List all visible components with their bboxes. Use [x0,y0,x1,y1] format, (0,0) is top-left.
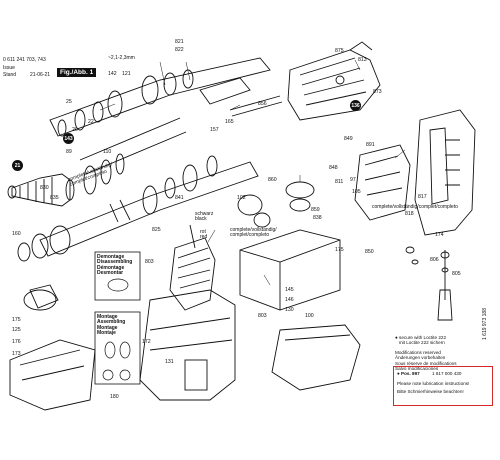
callout-89: 89 [66,149,72,155]
callout-130: 130 [285,307,294,313]
callout-160: 160 [12,231,21,237]
callout-21: 21 [12,160,23,171]
demontage-box [94,251,141,301]
modifications-note: Modifications reserved Änderungen vorbeh… [395,350,457,371]
callout-803: 803 [145,259,154,265]
pos-label: ● Pos. 897 [397,371,420,376]
lubrication-instruction-en: Please note lubrication instructions! [397,381,470,386]
tool-holder-drawing [7,117,187,207]
callout-174: 174 [435,232,444,238]
callout-803b: 803 [258,313,267,319]
callout-813: 813 [358,57,367,63]
callout-22: 22 [88,119,94,125]
callout-849: 849 [344,136,353,142]
callout-860: 860 [268,177,277,183]
callout-891: 891 [366,142,375,148]
complete-note-3: complete/vollständig/complet/completo [372,204,458,210]
callout-20: 20 [72,127,78,133]
callout-817: 817 [418,194,427,200]
top-dimension: ~2,1-2,3mm [108,55,135,61]
callout-873: 873 [373,89,382,95]
field-drawing [354,144,411,221]
armature-drawing [169,224,216,311]
callout-811: 811 [335,179,344,185]
issue-label: Issue [3,65,15,71]
lubrication-highlight-box: ● Pos. 897 1 617 000 430 Please note lub… [393,366,493,406]
callout-848: 848 [329,165,338,171]
callout-806: 806 [430,257,439,263]
spindle-row-drawing [49,57,283,137]
callout-830: 830 [40,185,49,191]
complete-note-2: complete/vollständig/ complet/completo [230,227,277,239]
lower-housing-drawing [139,289,236,401]
callout-121: 121 [122,71,131,77]
callout-835: 835 [50,195,59,201]
callout-131: 131 [165,359,174,365]
callout-838: 838 [313,215,322,221]
callout-125: 125 [12,327,21,333]
small-parts-drawing [405,246,453,321]
shaft-row-drawing [17,155,259,262]
wire-color-red: rot red [200,229,208,241]
callout-825: 825 [152,227,161,233]
part-numbers-header: 0 611 241 703, 743 [3,57,46,63]
callout-165: 165 [225,119,234,125]
callout-97: 97 [350,177,356,183]
loctite-note: ● secure with Loctite 222 mit Loctite 22… [395,335,447,346]
callout-173: 173 [12,351,21,357]
callout-105: 105 [352,189,361,195]
callout-841: 841 [175,195,184,201]
lubrication-instruction-de: Bitte Schmierhinweise beachten! [397,389,464,394]
callout-822: 822 [175,47,184,53]
callout-859: 859 [311,207,320,213]
callout-850: 850 [365,249,374,255]
callout-818: 818 [405,211,414,217]
callout-172: 172 [142,339,151,345]
issue-date: 21-06-21 [30,72,51,78]
callout-176: 176 [12,339,21,345]
handle-drawing [414,109,476,236]
montage-box [94,311,141,385]
pos-part-number: 1 617 000 430 [432,371,462,376]
side-handle-drawing [9,284,96,411]
callout-805: 805 [452,271,461,277]
callout-25: 25 [66,99,72,105]
stand-label: Stand [3,72,17,78]
callout-102: 102 [237,195,246,201]
callout-146: 146 [285,297,294,303]
callout-821: 821 [175,39,184,45]
callout-145: 145 [285,287,294,293]
cover-drawing [271,324,361,391]
wire-color-black: schwarz black [195,211,214,223]
callout-180: 180 [110,394,119,400]
figure-tag: Fig./Abb. 1 [57,68,97,77]
motor-housing-drawing [287,41,381,121]
callout-175b: 175 [12,317,21,323]
callout-856: 856 [258,101,267,107]
callout-143: 143 [63,133,74,144]
side-code: 1 619 973 188 [482,308,488,340]
callout-157: 157 [210,127,219,133]
callout-875: 875 [335,48,344,54]
leader-lines [99,59,406,286]
callout-110: 110 [103,149,112,155]
montage-label: Montage Assembling Montage Montaje [97,314,126,336]
callout-100: 100 [305,313,314,319]
gearbox-drawing [237,181,341,311]
callout-175: 175 [335,247,344,253]
callout-136: 136 [350,100,361,111]
demontage-label: Demontage Disassembling Démontage Desmon… [97,254,133,276]
callout-142: 142 [108,71,117,77]
